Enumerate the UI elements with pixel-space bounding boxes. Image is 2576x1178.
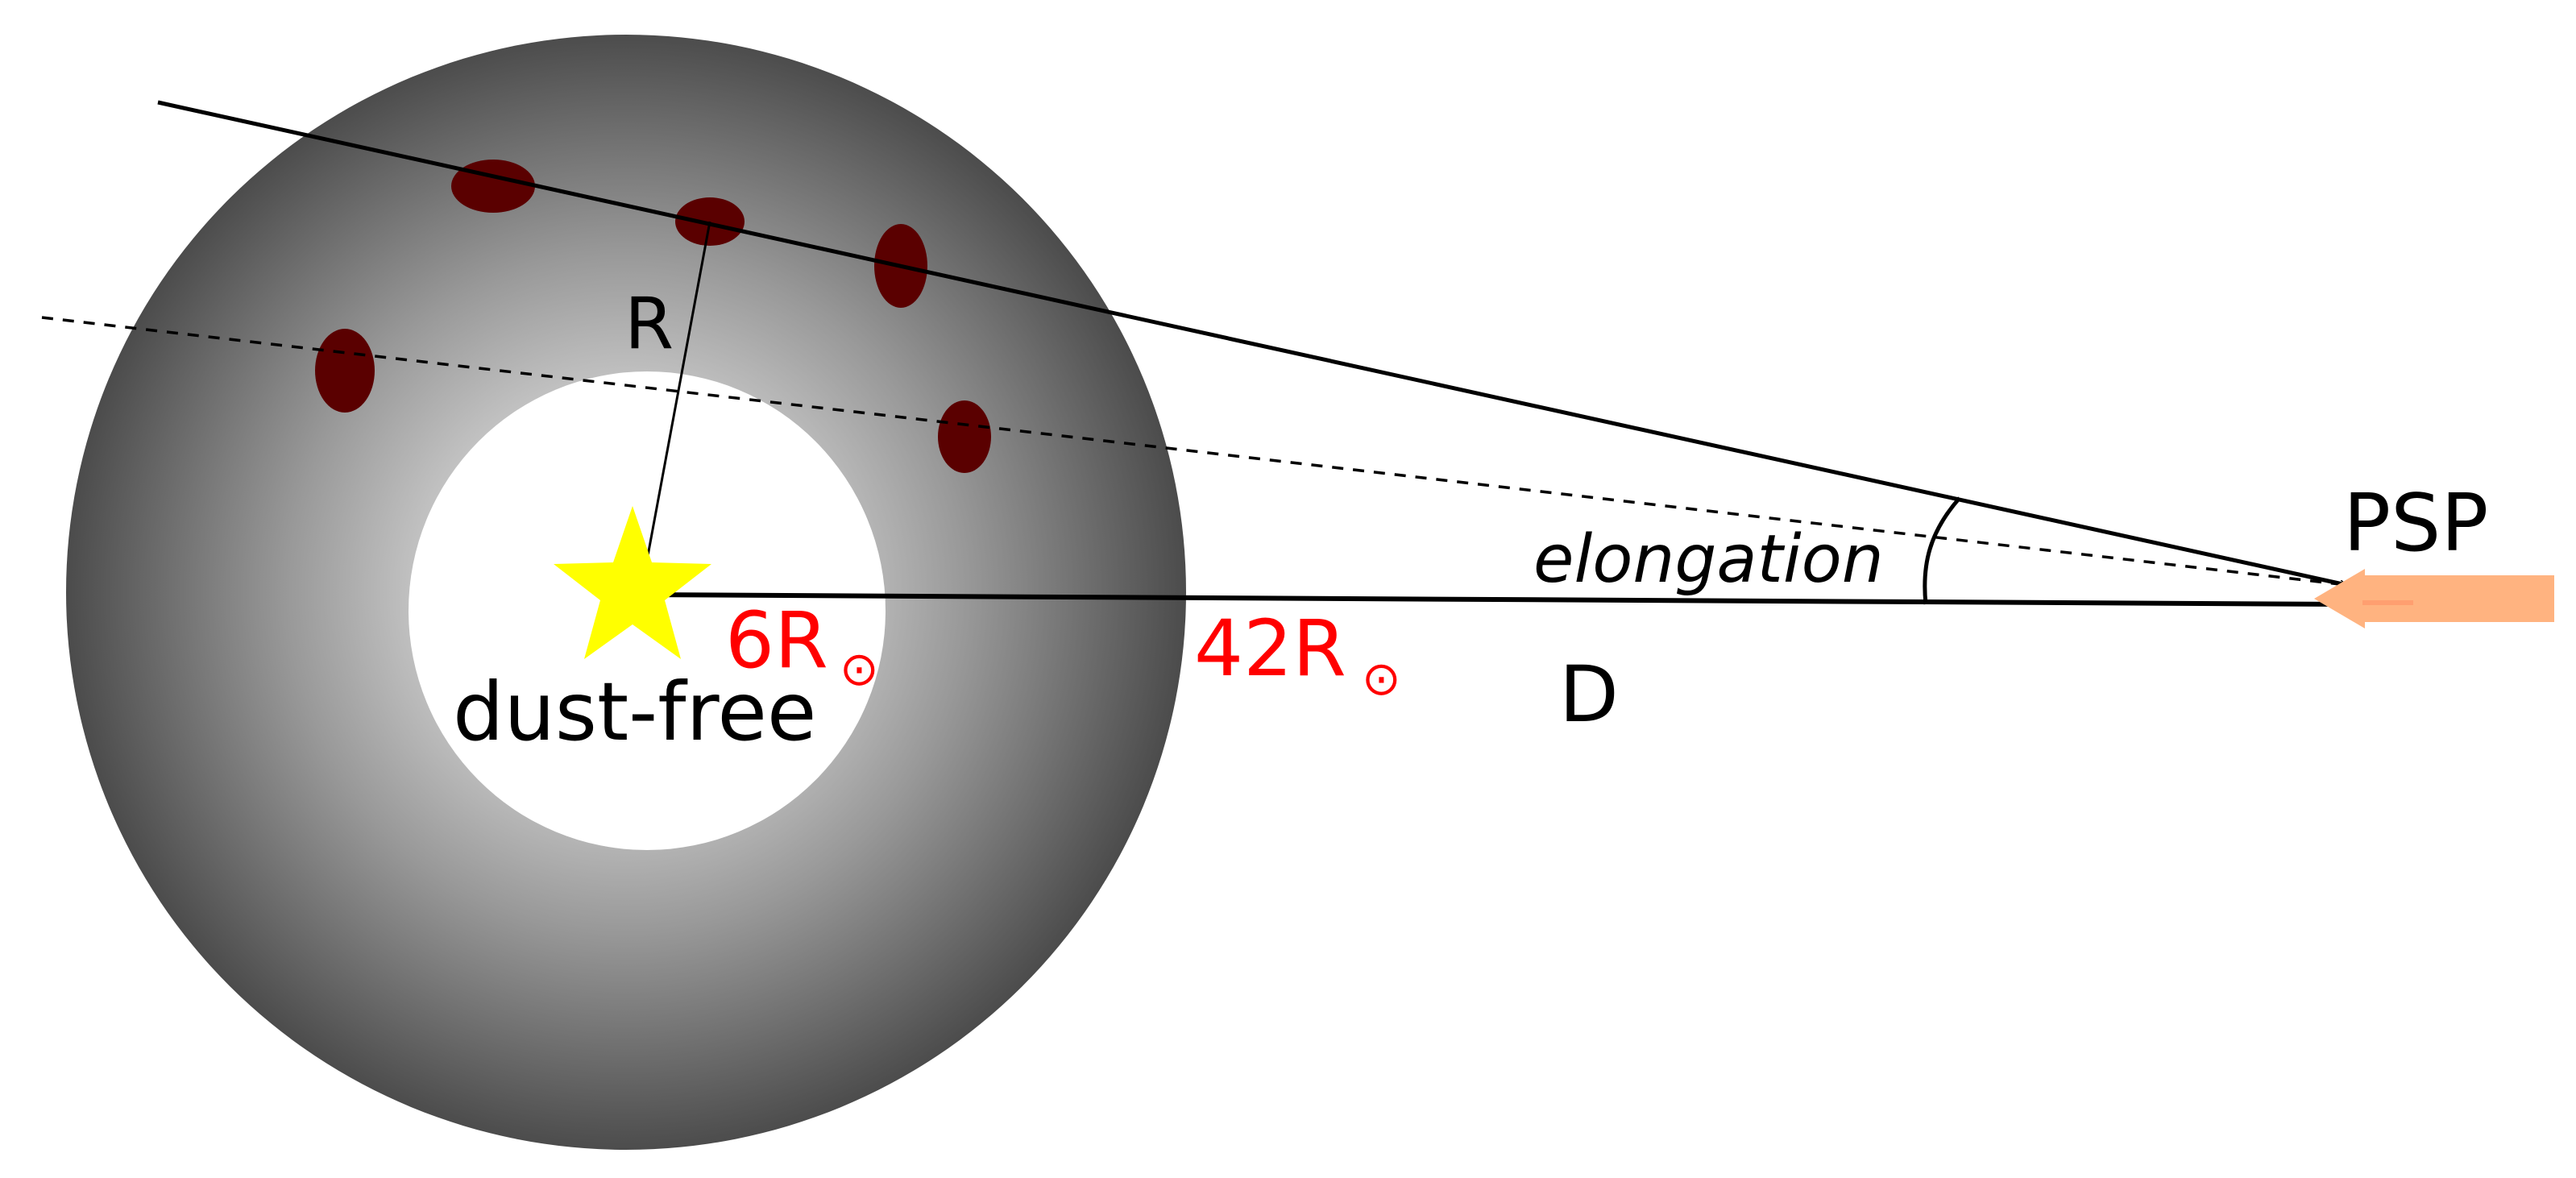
dust-grain [315,329,375,413]
spacecraft-label: PSP [2343,478,2488,570]
star-icon [554,506,711,659]
elongation-label: elongation [1533,521,1884,598]
solar-symbol-icon: ⊙ [1362,651,1401,706]
sun-spacecraft-line [640,592,2347,607]
distance-label: D [1559,649,1619,740]
elongation-arc [1923,496,1961,605]
line-of-sight-dashed [41,316,2347,587]
radius-line [639,221,711,595]
radius-label: R [624,282,674,365]
inner-radius-label: 6R [725,595,828,686]
dust-free-label: dust-free [453,665,816,759]
outer-radius-label: 42R [1194,604,1346,694]
dust-grain [451,160,535,213]
arrow-icon [2314,569,2554,628]
spacecraft-arrow [2314,569,2554,628]
solar-symbol-icon: ⊙ [840,641,879,696]
dust-grain [938,400,991,473]
line-of-sight-solid [157,100,2346,585]
